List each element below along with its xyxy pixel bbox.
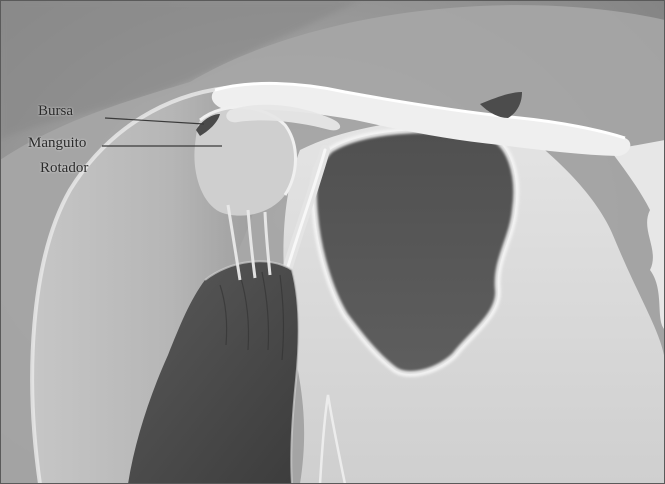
rotador-label: Rotador [40, 161, 88, 176]
manguito-label: Manguito [28, 136, 86, 151]
bursa-label: Bursa [38, 104, 73, 119]
